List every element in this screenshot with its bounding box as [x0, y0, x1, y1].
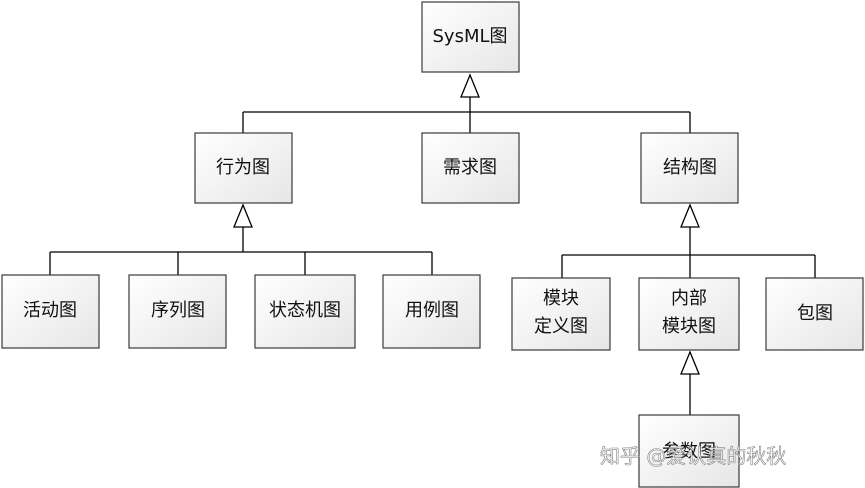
node-label-line1: 模块 — [543, 288, 579, 309]
generalization-arrow-structure — [680, 203, 700, 228]
generalization-arrow-behavior — [233, 203, 253, 228]
node-requirement-diagram: 需求图 — [421, 132, 520, 204]
node-sequence-diagram: 序列图 — [128, 274, 227, 349]
node-label: 参数图 — [662, 441, 716, 462]
node-label-line2: 定义图 — [534, 316, 588, 337]
node-parametric-diagram: 参数图 — [638, 414, 740, 488]
node-behavior-diagram: 行为图 — [194, 132, 293, 204]
node-state-machine-diagram: 状态机图 — [254, 274, 356, 349]
node-label: 行为图 — [216, 157, 270, 178]
node-label: 序列图 — [151, 300, 205, 321]
node-label-line1: 内部 — [671, 288, 707, 309]
node-label: 结构图 — [663, 157, 717, 178]
node-label: 用例图 — [405, 300, 459, 321]
node-package-diagram: 包图 — [765, 277, 864, 351]
node-activity-diagram: 活动图 — [1, 274, 100, 349]
generalization-arrow-internal-block — [680, 350, 700, 375]
node-label: 活动图 — [23, 300, 77, 321]
node-label-line2: 模块图 — [662, 316, 716, 337]
connector-root-bus — [242, 95, 691, 135]
node-label: SysML图 — [432, 26, 507, 47]
node-structure-diagram: 结构图 — [640, 132, 739, 204]
generalization-arrow-root — [460, 73, 480, 98]
node-internal-block-diagram: 内部 模块图 — [638, 277, 740, 351]
connector-structure-bus — [561, 225, 816, 278]
node-label: 状态机图 — [269, 300, 341, 321]
watermark: 知乎 @爱认真的秋秋 — [600, 444, 786, 468]
node-label: 包图 — [797, 303, 833, 324]
node-label: 需求图 — [443, 157, 497, 178]
connector-behavior-bus — [49, 225, 433, 275]
node-block-definition-diagram: 模块 定义图 — [511, 277, 611, 351]
node-sysml-diagram: SysML图 — [421, 1, 520, 73]
node-use-case-diagram: 用例图 — [382, 274, 481, 349]
